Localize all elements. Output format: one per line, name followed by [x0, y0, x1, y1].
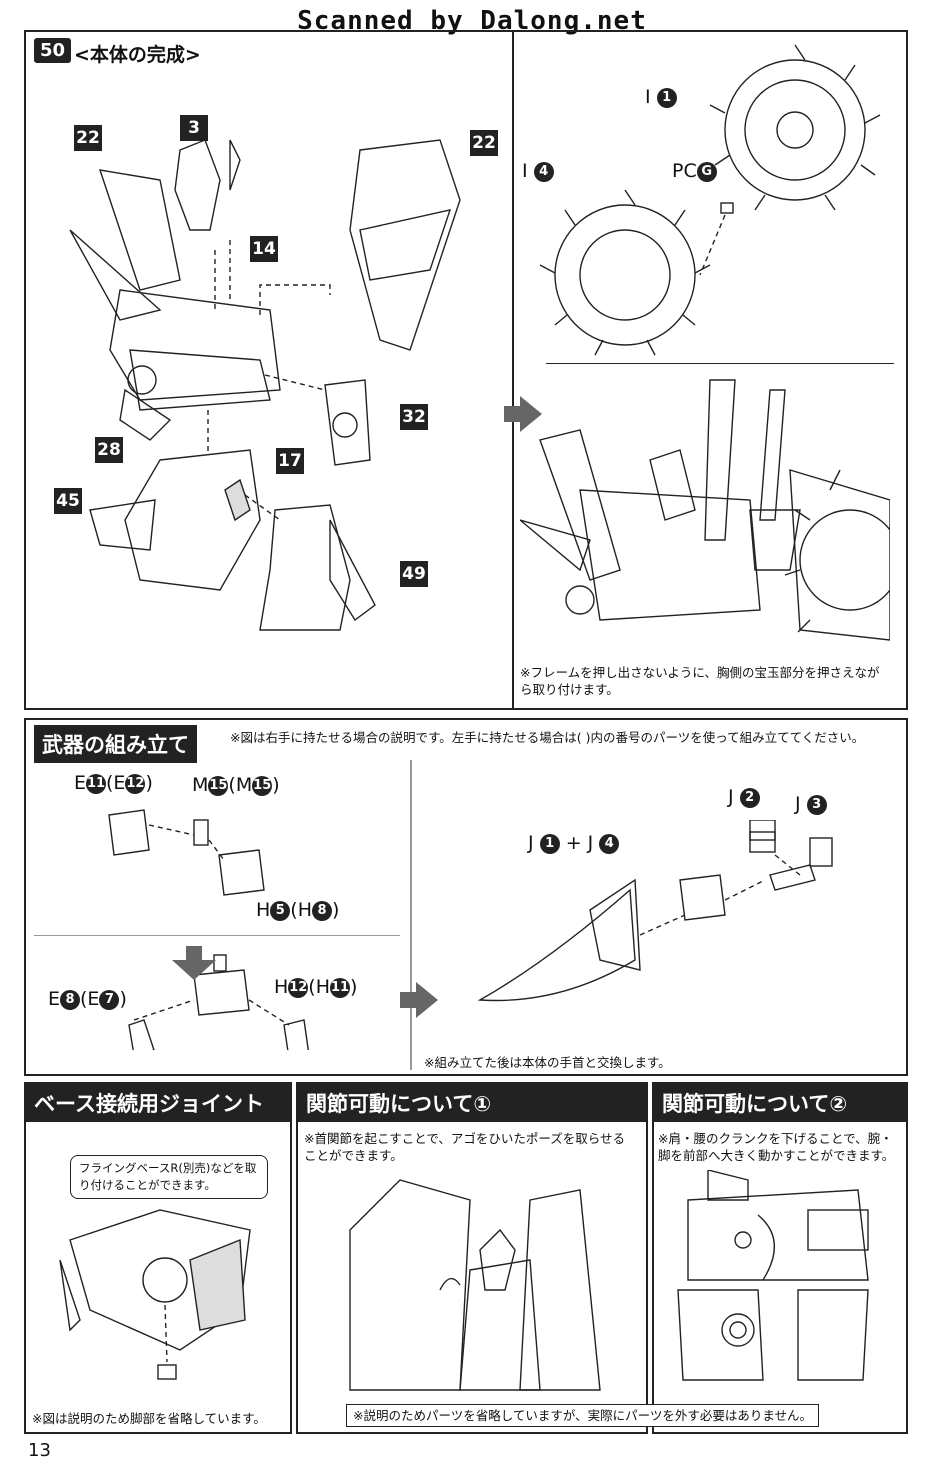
part-tag-32: 32 — [400, 404, 428, 430]
step-title: <本体の完成> — [74, 44, 201, 66]
label-j1-j4: J 1 + J 4 — [528, 832, 620, 854]
body-assembly-illustration — [69, 139, 461, 631]
part-tag-45: 45 — [54, 488, 82, 514]
i4-circle: 4 — [533, 161, 554, 182]
weapon-next-arrow-icon — [400, 982, 438, 1018]
step50-frame — [24, 30, 908, 710]
joint1-bottom-note: ※説明のためパーツを省略していますが、実際にパーツを外す必要はありません。 — [346, 1404, 819, 1427]
step50-divider — [512, 30, 514, 710]
part-tag-3: 3 — [180, 115, 208, 141]
label-m15: M15(M15) — [192, 774, 280, 796]
part-tag-28: 28 — [95, 437, 123, 463]
base-joint-title: ベース接続用ジョイント — [26, 1084, 290, 1122]
part-tag-49: 49 — [400, 561, 428, 587]
pcg-circle: G — [696, 161, 717, 182]
label-h12: H12(H11) — [274, 976, 358, 998]
step50-note: ※フレームを押し出さないように、胸側の宝玉部分を押さえながら取り付けます。 — [520, 665, 880, 697]
shoulder-joint-illustration — [677, 1170, 869, 1381]
base-joint-callout: フライングベースR(別売)などを取り付けることができます。 — [70, 1155, 268, 1199]
step-number: 50 — [34, 38, 72, 63]
next-arrow-icon — [504, 396, 542, 432]
base-joint-note: ※図は説明のため脚部を省略しています。 — [32, 1411, 266, 1426]
joint1-note: ※首関節を起こすことで、アゴをひいたポーズを取らせることができます。 — [304, 1131, 625, 1163]
weapon-hand-parts-illustration — [108, 809, 309, 1050]
label-i4: I 4 — [522, 160, 554, 182]
base-joint-frame — [24, 1082, 292, 1434]
shield-parts-illustration — [539, 44, 881, 356]
base-joint-illustration — [59, 1209, 251, 1380]
part-tag-22-right: 22 — [470, 130, 498, 156]
weapon-left-divider — [34, 935, 400, 936]
weapon-frame — [24, 718, 908, 1076]
page-number: 13 — [28, 1440, 51, 1461]
weapon-bottom-note: ※組み立てた後は本体の手首と交換します。 — [424, 1055, 671, 1070]
weapon-title: 武器の組み立て — [34, 725, 197, 763]
label-j2: J 2 — [728, 786, 760, 808]
weapon-note: ※図は右手に持たせる場合の説明です。左手に持たせる場合は( )内の番号のパーツを… — [230, 730, 865, 745]
i1-circle: 1 — [656, 87, 677, 108]
joint2-frame — [652, 1082, 908, 1434]
part-tag-22-left: 22 — [74, 125, 102, 151]
joint1-frame — [296, 1082, 648, 1434]
joint1-title: 関節可動について① — [298, 1084, 646, 1122]
down-arrow-icon — [172, 946, 216, 980]
neck-joint-illustration — [349, 1179, 601, 1391]
label-e11: E11(E12) — [74, 772, 153, 794]
part-tag-17: 17 — [276, 448, 304, 474]
joint2-note: ※肩・腰のクランクを下げることで、腕・脚を前部へ大きく動かすことができます。 — [658, 1131, 895, 1163]
step50-right-divider — [546, 363, 894, 364]
label-i1: I 1 — [645, 86, 677, 108]
label-j3: J 3 — [795, 793, 827, 815]
sword-assembly-illustration — [477, 820, 833, 1002]
completed-figure-illustration — [520, 379, 890, 641]
weapon-divider — [410, 760, 412, 1070]
part-tag-14: 14 — [250, 236, 278, 262]
joint2-title: 関節可動について② — [654, 1084, 906, 1122]
